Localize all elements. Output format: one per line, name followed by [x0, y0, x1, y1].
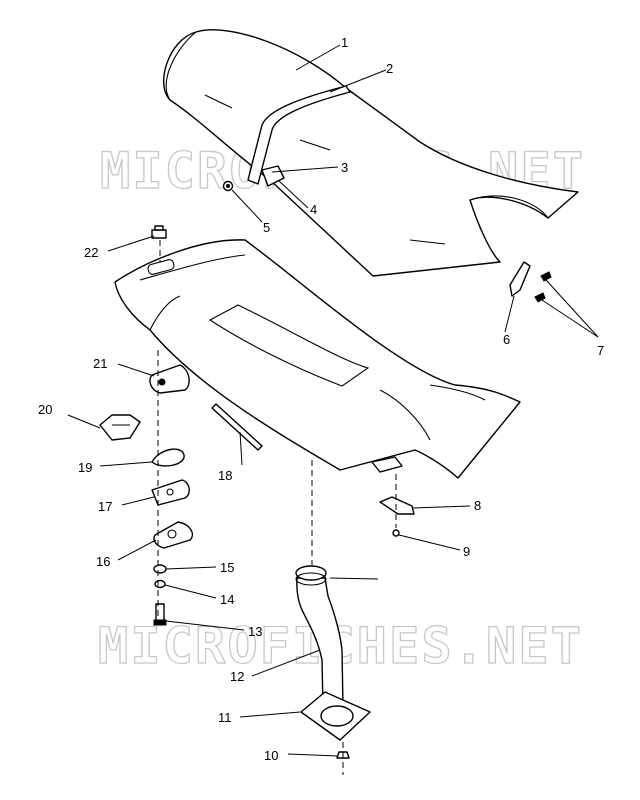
callout-9: 9 [463, 544, 470, 559]
front-bracket [379, 496, 415, 515]
washer [153, 564, 167, 574]
callout-18: 18 [218, 468, 232, 483]
callout-19: 19 [78, 460, 92, 475]
mount-plate [300, 691, 371, 741]
strap-bracket [261, 165, 285, 187]
callout-2: 2 [386, 61, 393, 76]
seat-cushion [163, 29, 579, 277]
clip-screw-upper [540, 271, 552, 282]
latch-hook [151, 448, 185, 467]
callout-21: 21 [93, 356, 107, 371]
rear-clip [509, 261, 531, 297]
callout-labels: 1 2 3 4 5 6 7 8 9 10 11 12 13 14 15 16 1… [38, 35, 604, 763]
bolt [153, 603, 167, 626]
leader-lines [67, 44, 599, 757]
rubber-strip [211, 403, 263, 451]
lock-washer [154, 579, 166, 589]
callout-14: 14 [220, 592, 234, 607]
latch-plate [151, 479, 190, 506]
callout-7: 7 [597, 343, 604, 358]
callout-1: 1 [341, 35, 348, 50]
callout-6: 6 [503, 332, 510, 347]
callout-5: 5 [263, 220, 270, 235]
seat-base-pan [114, 239, 521, 479]
callout-8: 8 [474, 498, 481, 513]
callout-22: 22 [84, 245, 98, 260]
callout-16: 16 [96, 554, 110, 569]
seat-nut [151, 225, 167, 239]
callout-11: 11 [218, 710, 232, 725]
alignment-lines [157, 240, 397, 775]
latch-base [153, 521, 194, 549]
front-screw [392, 529, 400, 537]
callout-4: 4 [310, 202, 317, 217]
callout-12: 12 [230, 669, 244, 684]
callout-15: 15 [220, 560, 234, 575]
duct-hose [295, 565, 344, 709]
callout-3: 3 [341, 160, 348, 175]
callout-10: 10 [264, 748, 278, 763]
strap-nut [222, 180, 234, 192]
callout-17: 17 [98, 499, 112, 514]
seat-strap [247, 85, 351, 185]
callout-13: 13 [248, 624, 262, 639]
pan-hinge [371, 456, 403, 473]
clip-screw-lower [534, 292, 546, 303]
callout-20: 20 [38, 402, 52, 417]
seat-bracket [149, 364, 190, 394]
seat-latch [99, 414, 141, 441]
